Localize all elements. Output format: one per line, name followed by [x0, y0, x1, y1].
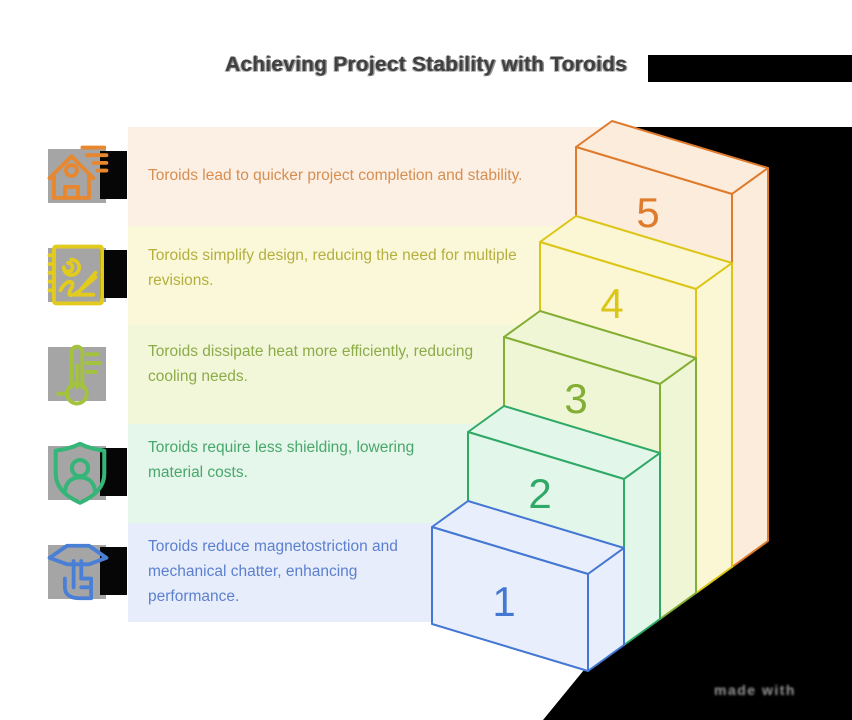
band-step-5: Toroids lead to quicker project completi…	[128, 127, 633, 226]
description-bands: Toroids lead to quicker project completi…	[128, 127, 633, 622]
step-4-description: Toroids simplify design, reducing the ne…	[148, 247, 517, 289]
blueprint-revision-icon	[47, 244, 104, 306]
quiet-gesture-icon	[47, 543, 109, 601]
icon-block-step-5	[42, 141, 142, 213]
band-step-2: Toroids require less shielding, lowering…	[128, 424, 633, 523]
step-1-description: Toroids reduce magnetostriction and mech…	[148, 538, 398, 605]
band-step-1: Toroids reduce magnetostriction and mech…	[128, 523, 633, 622]
black-artifact	[100, 151, 127, 199]
step-5-number: 5	[636, 189, 659, 236]
icon-block-step-4	[42, 240, 142, 312]
page-title: Achieving Project Stability with Toroids	[225, 53, 627, 76]
shield-person-icon	[53, 441, 107, 505]
black-artifact	[100, 250, 127, 298]
step-3-description: Toroids dissipate heat more efficiently,…	[148, 343, 474, 385]
title-redaction-block	[648, 55, 852, 82]
icon-block-step-3	[42, 339, 142, 411]
band-step-3: Toroids dissipate heat more efficiently,…	[128, 325, 633, 424]
step-5-side-face	[731, 167, 769, 568]
icon-block-step-2	[42, 438, 142, 510]
construction-site-icon	[47, 145, 109, 200]
thermometer-icon	[56, 344, 102, 406]
step-4-side-face	[695, 262, 733, 594]
step-2-description: Toroids require less shielding, lowering…	[148, 439, 415, 481]
step-5-description: Toroids lead to quicker project completi…	[148, 167, 523, 184]
band-step-4: Toroids simplify design, reducing the ne…	[128, 226, 633, 325]
watermark: made with	[714, 682, 796, 698]
icon-block-step-1	[42, 537, 142, 609]
step-3-side-face	[659, 357, 697, 620]
